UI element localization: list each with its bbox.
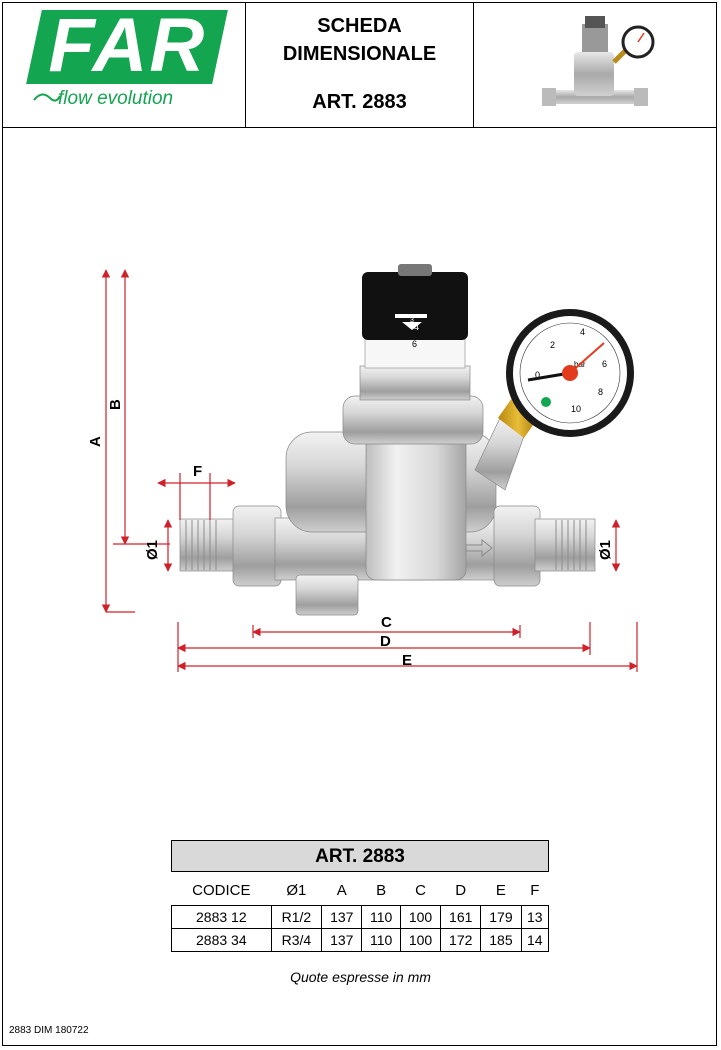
table-cell: 110	[361, 905, 401, 929]
column-header: F	[530, 882, 540, 899]
table-cell: 14	[520, 928, 550, 952]
dim-label-e: E	[402, 652, 412, 669]
product-photo	[542, 16, 655, 106]
dim-label-dia-right: Ø1	[597, 540, 614, 560]
table-cell: 172	[440, 928, 482, 952]
logo-cell: FAR flow evolution	[2, 2, 246, 127]
table-cell: 2883 12	[171, 905, 272, 929]
column-header: A	[336, 882, 347, 899]
dim-label-f: F	[193, 463, 202, 480]
table-cell: 110	[361, 928, 401, 952]
dim-label-d: D	[380, 633, 391, 650]
units-note: Quote espresse in mm	[290, 969, 431, 985]
table-cell: 185	[480, 928, 522, 952]
knob-scale-3: 3	[410, 317, 414, 324]
article-title: ART. 2883	[312, 91, 407, 113]
swoosh-icon	[33, 93, 61, 102]
dim-label-b: B	[107, 399, 124, 410]
knob-scale-4: 4	[414, 322, 419, 332]
table-cell: 161	[440, 905, 482, 929]
dimensions-table: CODICE Ø1 A B C D E F 2883 12 R1/2 137 1…	[171, 876, 550, 952]
table-title: ART. 2883	[171, 840, 549, 872]
technical-drawing: 3 4 6 0 2 4 6 8 10 bar	[87, 264, 638, 672]
dim-label-c: C	[381, 614, 392, 631]
column-header: E	[495, 882, 506, 899]
gauge-label-6: 6	[602, 359, 607, 369]
table-cell: 100	[399, 928, 442, 952]
table-cell: 13	[520, 905, 550, 929]
tagline: flow evolution	[58, 88, 174, 109]
column-header: D	[455, 882, 467, 899]
knob-scale-6: 6	[412, 339, 417, 349]
title-cell: SCHEDA DIMENSIONALE ART. 2883	[246, 2, 474, 127]
gauge-label-10: 10	[571, 404, 581, 414]
gauge-label-0: 0	[535, 370, 540, 380]
table-cell: 137	[321, 905, 363, 929]
gauge-label-8: 8	[598, 387, 603, 397]
dim-label-a: A	[87, 436, 104, 447]
gauge-label-2: 2	[550, 340, 555, 350]
document-code: 2883 DIM 180722	[9, 1025, 89, 1036]
column-header: C	[415, 882, 426, 899]
table-header-row: CODICE Ø1 A B C D E F	[172, 876, 549, 906]
table-row: 2883 12 R1/2 137 110 100 161 179 13	[171, 905, 550, 929]
gauge-label-4: 4	[580, 327, 585, 337]
far-logo: FAR	[26, 3, 228, 88]
table-cell: 2883 34	[171, 928, 272, 952]
title-line-2: DIMENSIONALE	[282, 43, 437, 65]
valve-illustration: 3 4 6 0 2 4 6 8 10 bar	[179, 264, 634, 616]
table-cell: R3/4	[270, 928, 323, 952]
column-header: CODICE	[192, 882, 251, 899]
title-line-1: SCHEDA	[317, 15, 402, 37]
header: FAR flow evolution SCHEDA DIMENSIONALE A…	[2, 2, 717, 128]
table-row: 2883 34 R3/4 137 110 100 172 185 14	[171, 928, 550, 952]
column-header: B	[376, 882, 387, 899]
dimension-lines	[101, 269, 638, 672]
table-cell: 100	[399, 905, 442, 929]
dim-label-dia-left: Ø1	[144, 540, 161, 560]
product-photo-cell	[474, 2, 717, 127]
table-cell: 137	[321, 928, 363, 952]
column-header: Ø1	[286, 882, 307, 899]
table-cell: 179	[480, 905, 522, 929]
table-cell: R1/2	[270, 905, 323, 929]
